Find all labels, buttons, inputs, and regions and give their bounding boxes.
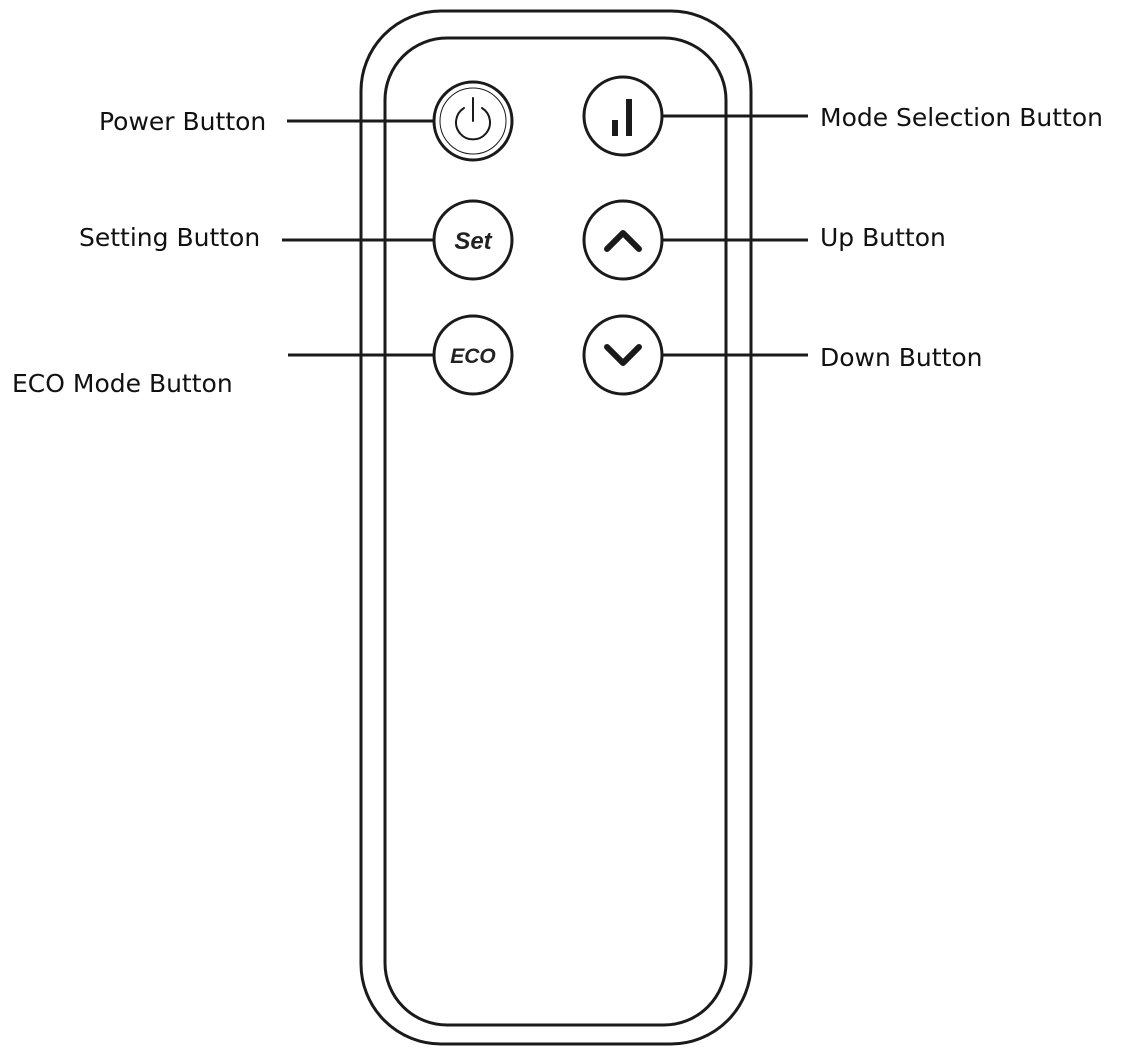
remote-outer-body: [359, 9, 753, 1046]
eco-button-text: ECO: [450, 345, 496, 368]
down-button[interactable]: [582, 314, 664, 396]
remote-inner-body: [383, 36, 728, 1027]
down-button-label: Down Button: [820, 343, 983, 372]
signal-bars-icon: [612, 99, 632, 136]
setting-button-label: Setting Button: [79, 223, 261, 252]
mode-selection-button[interactable]: [582, 75, 664, 157]
chevron-down-icon: [604, 344, 642, 366]
power-button-label: Power Button: [99, 107, 267, 136]
power-icon: [455, 97, 491, 141]
setting-button[interactable]: Set: [432, 199, 514, 281]
up-button-label: Up Button: [820, 223, 946, 252]
power-button[interactable]: [432, 80, 514, 162]
mode-selection-button-label: Mode Selection Button: [820, 103, 1103, 132]
eco-mode-button-label: ECO Mode Button: [12, 369, 233, 398]
up-button[interactable]: [582, 199, 664, 281]
eco-mode-button[interactable]: ECO: [432, 314, 514, 396]
chevron-up-icon: [604, 230, 642, 252]
set-button-text: Set: [454, 228, 492, 255]
